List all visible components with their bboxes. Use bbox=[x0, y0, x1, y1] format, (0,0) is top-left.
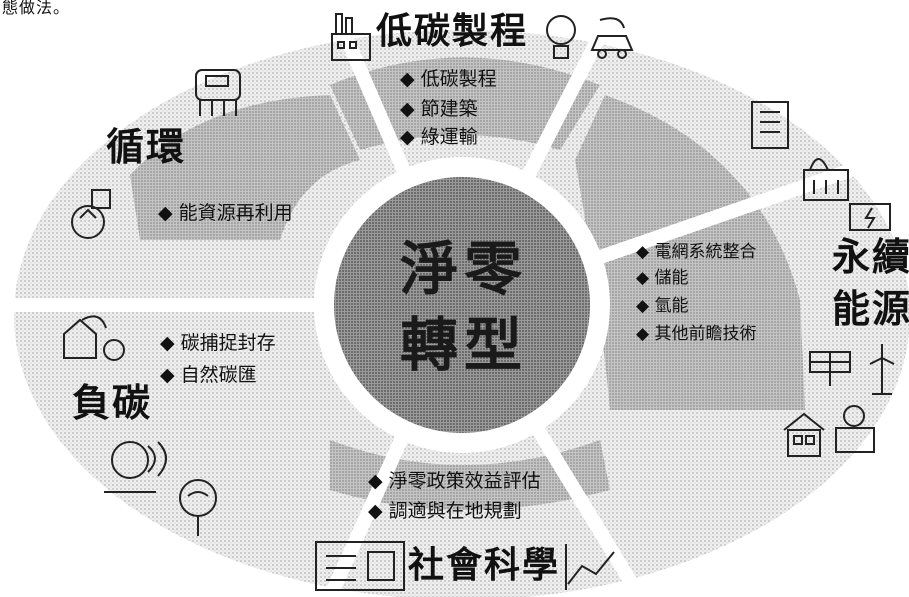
renewable-item: ◆ 氫能 bbox=[636, 296, 689, 316]
band-renewable bbox=[575, 95, 805, 410]
center-title-line1: 淨零 bbox=[400, 235, 529, 303]
nature-sink-icon bbox=[104, 441, 167, 493]
power-plant-icon bbox=[803, 158, 849, 201]
circular-title: 循環 bbox=[106, 125, 187, 169]
page-heading: 態做法。 bbox=[2, 0, 71, 17]
circular-item: ◆ 能資源再利用 bbox=[158, 202, 293, 224]
band-low-carbon bbox=[330, 57, 600, 150]
building-icon bbox=[751, 101, 789, 149]
lng-tank-icon bbox=[195, 69, 241, 116]
social-science-item: ◆ 淨零政策效益評估 bbox=[368, 470, 541, 492]
low-carbon-item: ◆ 節建築 bbox=[400, 98, 478, 120]
renewable-title-line1: 永續 bbox=[832, 235, 909, 279]
recycle-icon bbox=[71, 189, 111, 239]
wind-turbine-icon bbox=[869, 344, 895, 395]
renewable-title-line2: 能源 bbox=[832, 287, 909, 331]
low-carbon-item: ◆ 綠運輸 bbox=[400, 126, 478, 148]
social-science-item: ◆ 調適與在地規劃 bbox=[368, 500, 522, 522]
center-circle bbox=[334, 177, 590, 433]
report-icon bbox=[315, 541, 405, 591]
low-carbon-item: ◆ 低碳製程 bbox=[400, 68, 497, 90]
renewable-item: ◆ 其他前瞻技術 bbox=[636, 324, 757, 344]
trend-chart-icon bbox=[565, 544, 615, 590]
tree-icon bbox=[179, 479, 217, 536]
carbon-capture-icon bbox=[63, 315, 125, 361]
solar-panel-icon bbox=[809, 351, 851, 386]
factory-icon bbox=[331, 13, 371, 61]
center-title-line2: 轉型 bbox=[400, 311, 529, 379]
renewable-item: ◆ 電網系統整合 bbox=[636, 242, 757, 262]
negative-carbon-item: ◆ 碳捕捉封存 bbox=[160, 332, 276, 354]
negative-carbon-title: 負碳 bbox=[72, 381, 153, 425]
house-icon bbox=[783, 412, 825, 457]
renewable-item: ◆ 儲能 bbox=[636, 268, 689, 288]
band-social-science bbox=[330, 440, 610, 510]
electric-car-icon bbox=[590, 17, 634, 59]
social-science-title: 社會科學 bbox=[408, 545, 561, 586]
lightbulb-icon bbox=[546, 15, 576, 59]
negative-carbon-item: ◆ 自然碳匯 bbox=[160, 364, 257, 386]
battery-icon bbox=[849, 203, 891, 231]
hydrogen-plant-icon bbox=[835, 405, 875, 453]
low-carbon-title: 低碳製程 bbox=[376, 11, 529, 52]
band-circular bbox=[130, 95, 360, 240]
